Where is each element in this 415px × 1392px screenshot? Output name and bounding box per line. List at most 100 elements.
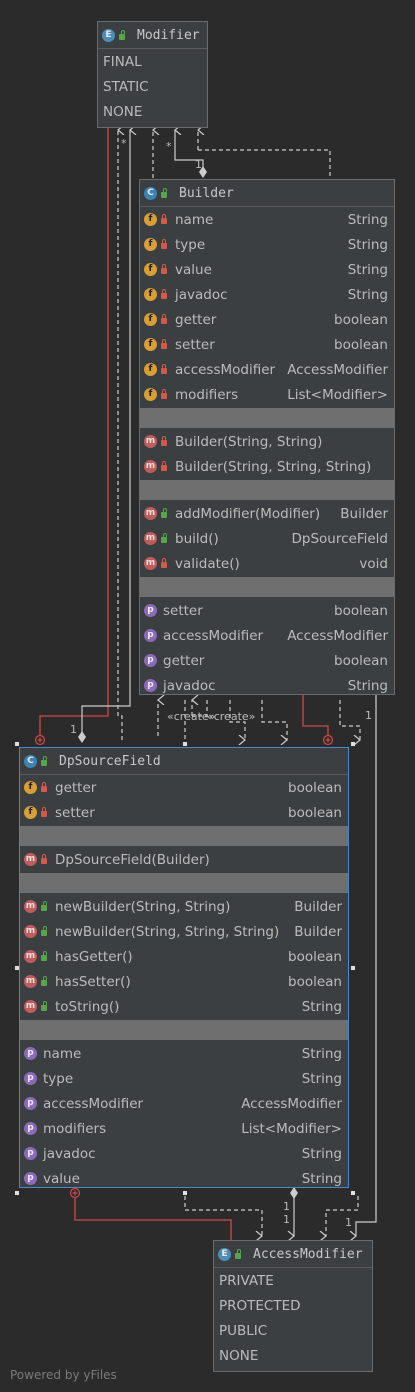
constructor-name: DpSourceField(Builder) [55,851,210,868]
enum-icon: E [102,28,115,42]
property-type: boolean [334,602,388,619]
property-type: String [301,1070,342,1087]
mult-one-1: 1 [195,158,202,171]
field-type: boolean [288,779,342,796]
private-lock-icon [161,461,167,471]
field-name: value [175,261,212,278]
mult-one-4: 1 [283,1200,290,1213]
resize-handle[interactable] [15,966,19,970]
resize-handle[interactable] [351,966,355,970]
field-icon: f [24,806,37,819]
create-label-left: «create» [167,710,216,723]
field-name: modifiers [175,386,239,403]
method-name: build() [175,530,219,547]
builder-header: C Builder [140,180,394,207]
public-lock-icon [161,533,167,543]
property-type: String [301,1045,342,1062]
enum-literal: NONE [219,1347,259,1364]
enum-literal: NONE [103,103,143,120]
field-type: String [347,286,388,303]
resize-handle[interactable] [351,1191,355,1195]
method-name: addModifier(Modifier) [175,505,321,522]
field-icon: f [144,288,157,301]
public-lock-icon [41,976,47,986]
method-name: validate() [175,555,240,572]
private-lock-icon [41,782,47,792]
field-icon: f [144,338,157,351]
method-name: toString() [55,998,120,1015]
constructor-name: Builder(String, String) [175,433,323,450]
resize-handle[interactable] [15,1191,19,1195]
edge-inner-accessmodifier-dpsourcefield [74,1196,232,1240]
property-name: modifiers [43,1120,107,1137]
section-separator [20,826,348,846]
private-lock-icon [161,214,167,224]
property-name: accessModifier [43,1095,144,1112]
field-name: type [175,236,206,253]
edge-builder-modifier [175,130,204,170]
field-type: List<Modifier> [287,386,388,403]
mult-one-3: 1 [365,709,372,722]
section-separator [140,408,394,428]
accessmodifier-enum-node[interactable]: E AccessModifier PRIVATE PROTECTED PUBLI… [213,1240,373,1372]
node-title: DpSourceField [59,753,161,769]
section-separator [140,577,394,597]
method-type: String [301,998,342,1015]
mult-one-5: 1 [283,1213,290,1226]
field-name: setter [55,804,95,821]
method-type: DpSourceField [291,530,389,547]
edge-inner-builder-dpsourcefield [302,695,329,736]
edge-dpsourcefield-modifier [81,130,130,734]
field-name: javadoc [175,286,228,303]
private-lock-icon [41,854,47,864]
method-icon: m [144,460,157,473]
modifier-enum-node[interactable]: E Modifier FINAL STATIC NONE [97,21,208,128]
property-name: javadoc [43,1145,96,1162]
property-name: value [43,1170,80,1187]
property-type: String [347,677,388,694]
private-lock-icon [161,239,167,249]
property-type: List<Modifier> [241,1120,342,1137]
property-icon: p [24,1097,37,1110]
method-name: newBuilder(String, String, String) [55,923,280,940]
section-separator [140,480,394,500]
node-title: Builder [179,185,234,201]
private-lock-icon [161,364,167,374]
mult-one-6: 1 [345,1216,352,1229]
public-lock-icon [41,951,47,961]
private-lock-icon [161,339,167,349]
property-name: type [43,1070,74,1087]
field-type: String [347,236,388,253]
resize-handle[interactable] [15,742,19,746]
field-type: String [347,211,388,228]
resize-handle[interactable] [351,742,355,746]
resize-handle[interactable] [183,1191,187,1195]
resize-handle[interactable] [183,742,187,746]
property-icon: p [144,604,157,617]
property-icon: p [24,1047,37,1060]
field-name: accessModifier [175,361,276,378]
method-name: hasGetter() [55,948,133,965]
property-icon: p [24,1172,37,1185]
private-lock-icon [161,389,167,399]
field-name: name [175,211,214,228]
property-icon: p [144,679,157,692]
enum-literal: STATIC [103,78,149,95]
